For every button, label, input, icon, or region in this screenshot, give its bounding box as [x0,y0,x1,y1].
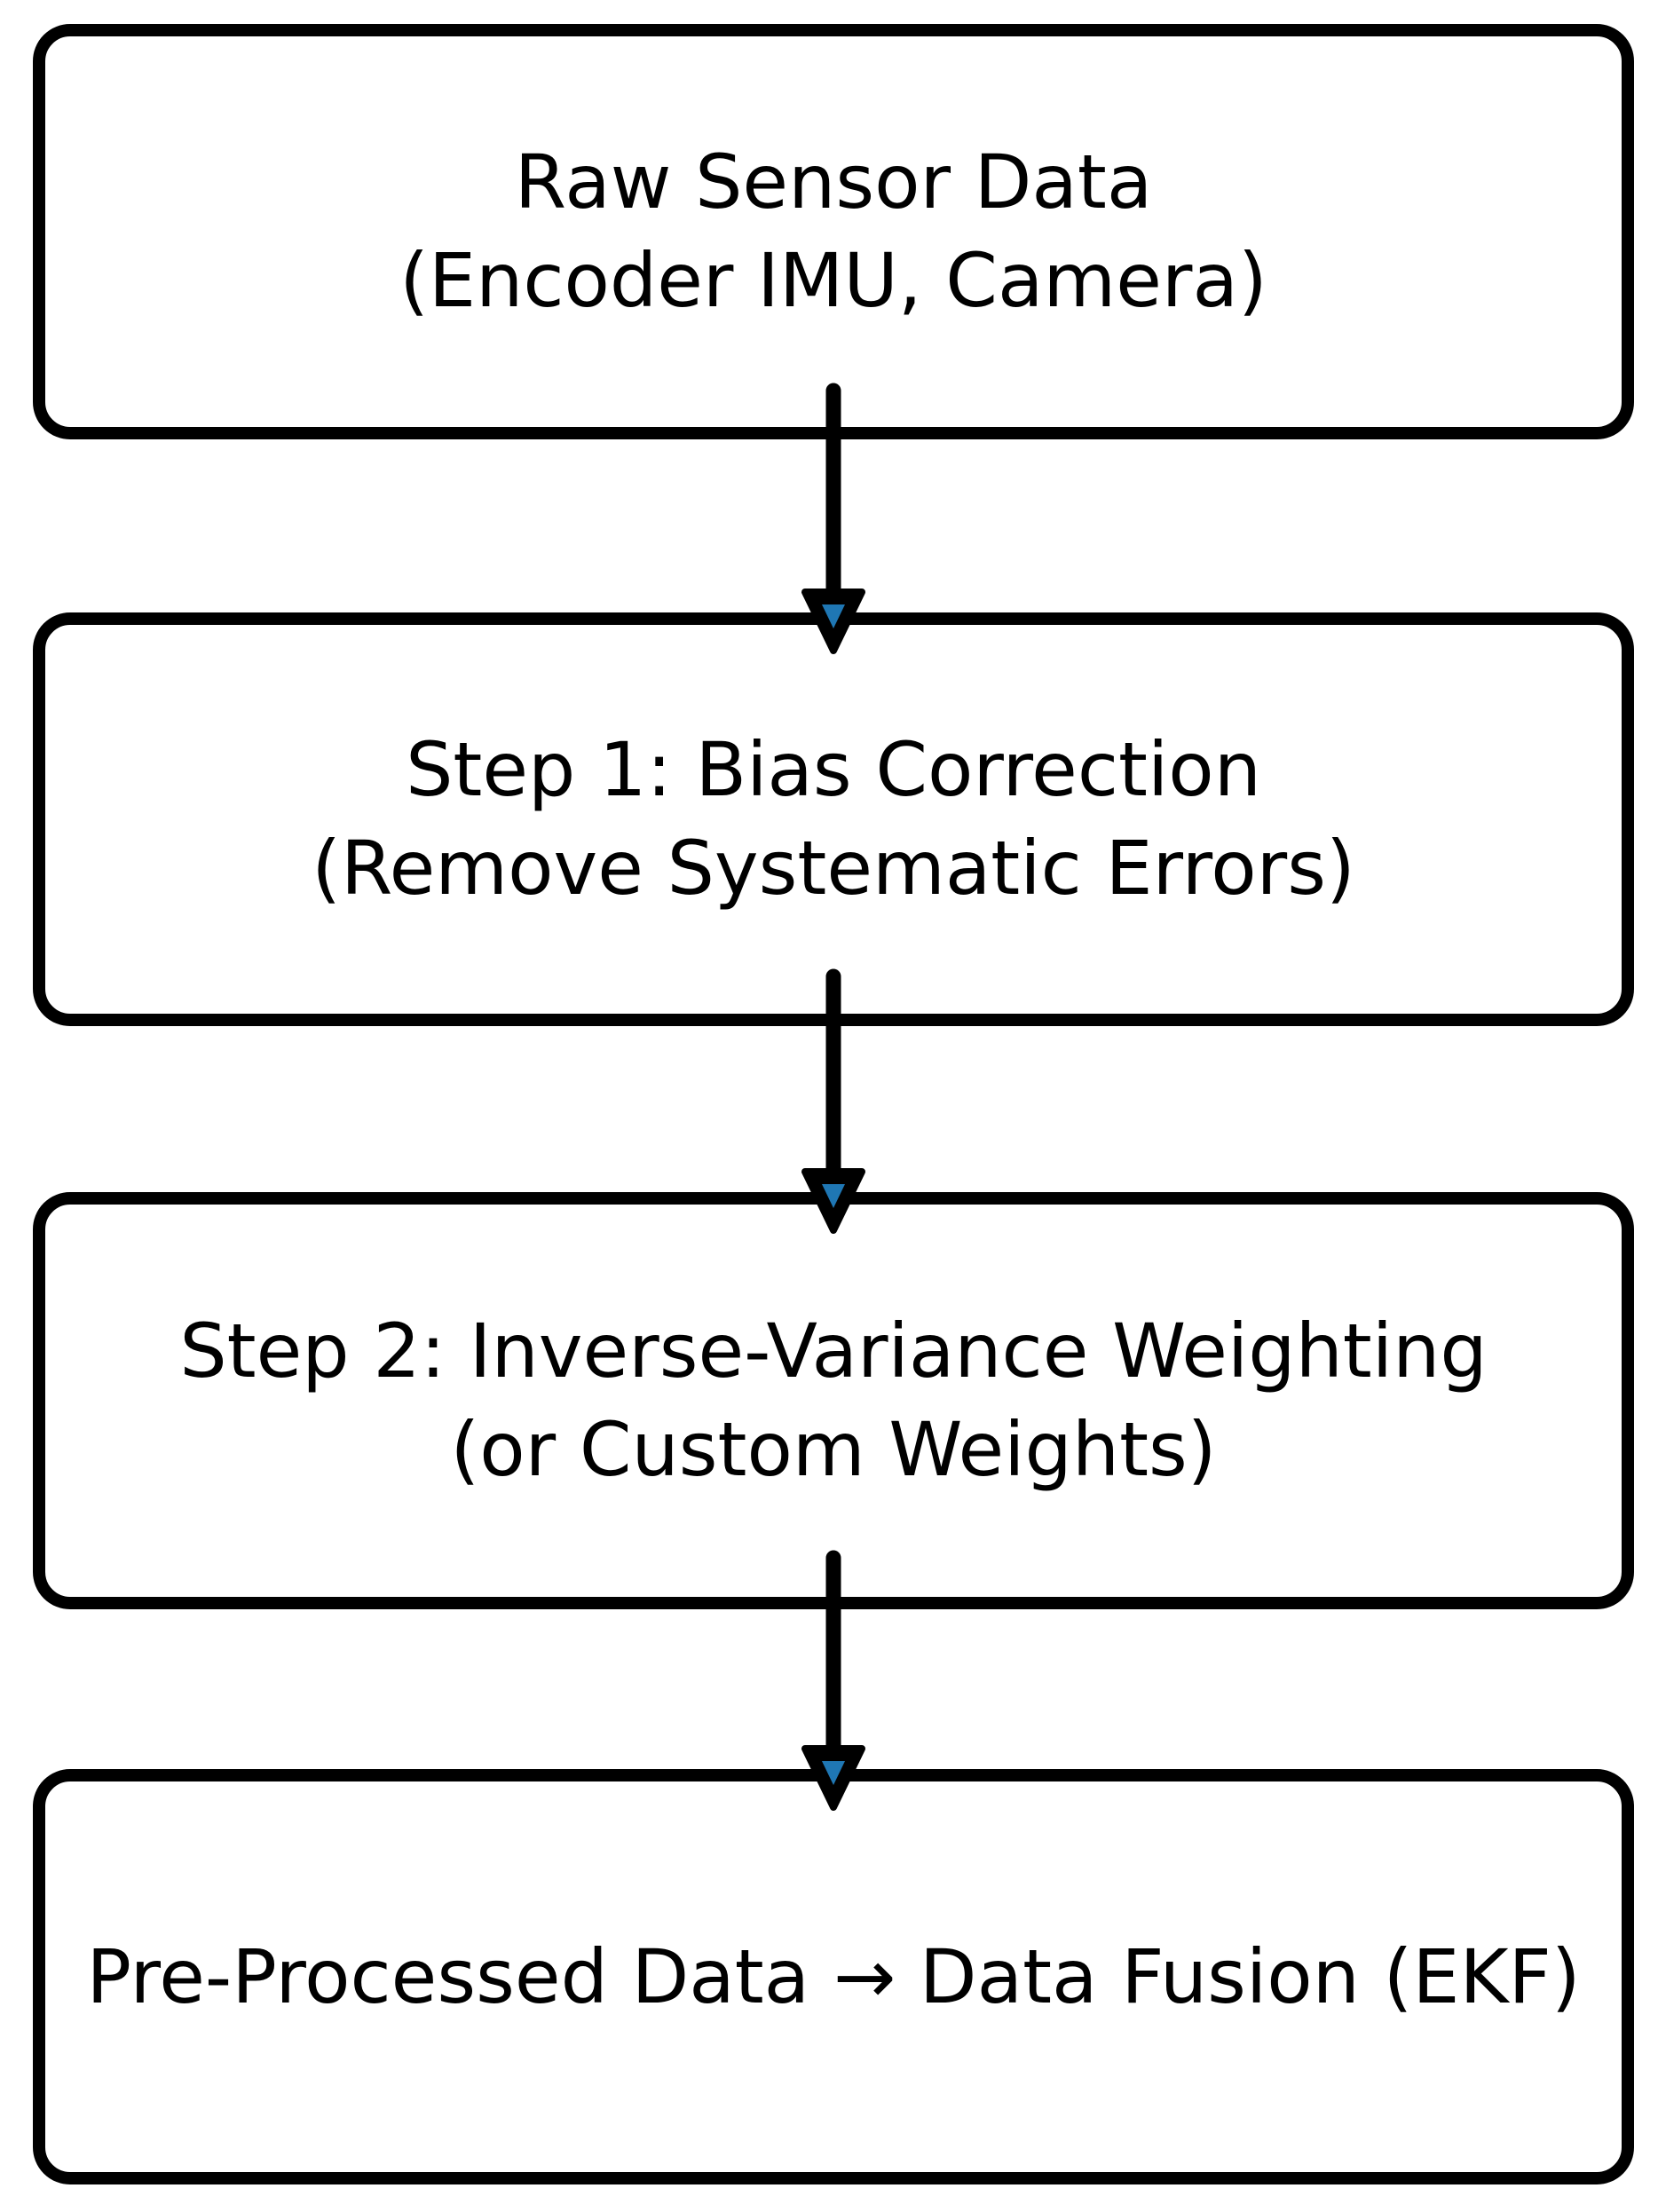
node-sublabel: (Remove Systematic Errors) [312,825,1355,912]
node-step-2-inverse-variance-weighting: Step 2: Inverse-Variance Weighting (or C… [33,1192,1634,1609]
node-sublabel: (Encoder IMU, Camera) [399,237,1267,324]
node-raw-sensor-data: Raw Sensor Data (Encoder IMU, Camera) [33,24,1634,439]
node-pre-processed-data-fusion: Pre-Processed Data → Data Fusion (EKF) [33,1769,1634,2184]
node-label: Pre-Processed Data → Data Fusion (EKF) [86,1932,1581,2020]
node-label: Raw Sensor Data [514,138,1153,226]
node-sublabel: (or Custom Weights) [450,1406,1217,1493]
node-label: Step 1: Bias Correction [406,726,1261,814]
node-label: Step 2: Inverse-Variance Weighting [179,1307,1488,1395]
node-step-1-bias-correction: Step 1: Bias Correction (Remove Systemat… [33,612,1634,1026]
